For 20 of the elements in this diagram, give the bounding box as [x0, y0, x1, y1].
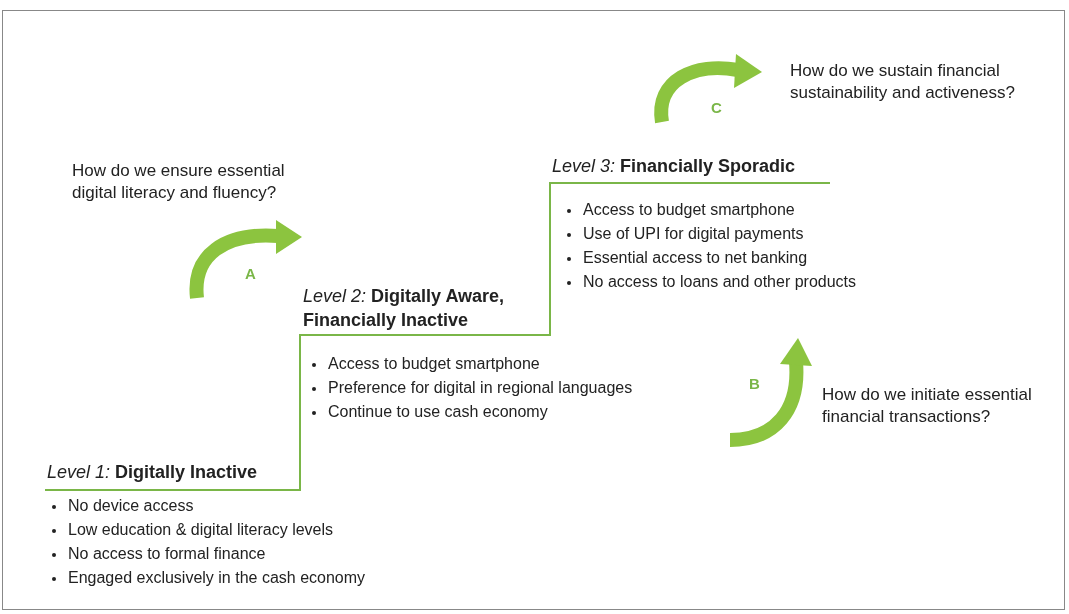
- level-heading: Level 2: Digitally Aware, Financially Inactive: [303, 285, 506, 333]
- bullet-item: Use of UPI for digital payments: [565, 224, 804, 245]
- level-heading: Level 3: Financially Sporadic: [552, 155, 797, 178]
- bullet-item: Essential access to net banking: [565, 248, 808, 269]
- question-text: How do we initiate essential financial transactions?: [822, 384, 1033, 429]
- bullet-item: Access to budget smartphone: [565, 200, 795, 221]
- bullet-item: No access to loans and other products: [565, 272, 857, 293]
- question-text: How do we sustain financial sustainability and activeness?: [790, 60, 1016, 105]
- bullet-item: No device access: [50, 496, 194, 517]
- level-heading: Level 1: Digitally Inactive: [47, 461, 259, 484]
- step-letter: A: [245, 264, 257, 284]
- bullet-item: Engaged exclusively in the cash economy: [50, 568, 366, 589]
- bullet-item: No access to formal finance: [50, 544, 266, 565]
- bullet-item: Low education & digital literacy levels: [50, 520, 334, 541]
- step-letter: B: [749, 374, 761, 394]
- bullet-item: Continue to use cash economy: [310, 402, 548, 423]
- bullet-item: Preference for digital in regional languages: [310, 378, 633, 399]
- question-text: How do we ensure essential digital literacy and fluency?: [72, 160, 286, 205]
- step-letter: C: [711, 98, 723, 118]
- bullet-item: Access to budget smartphone: [310, 354, 540, 375]
